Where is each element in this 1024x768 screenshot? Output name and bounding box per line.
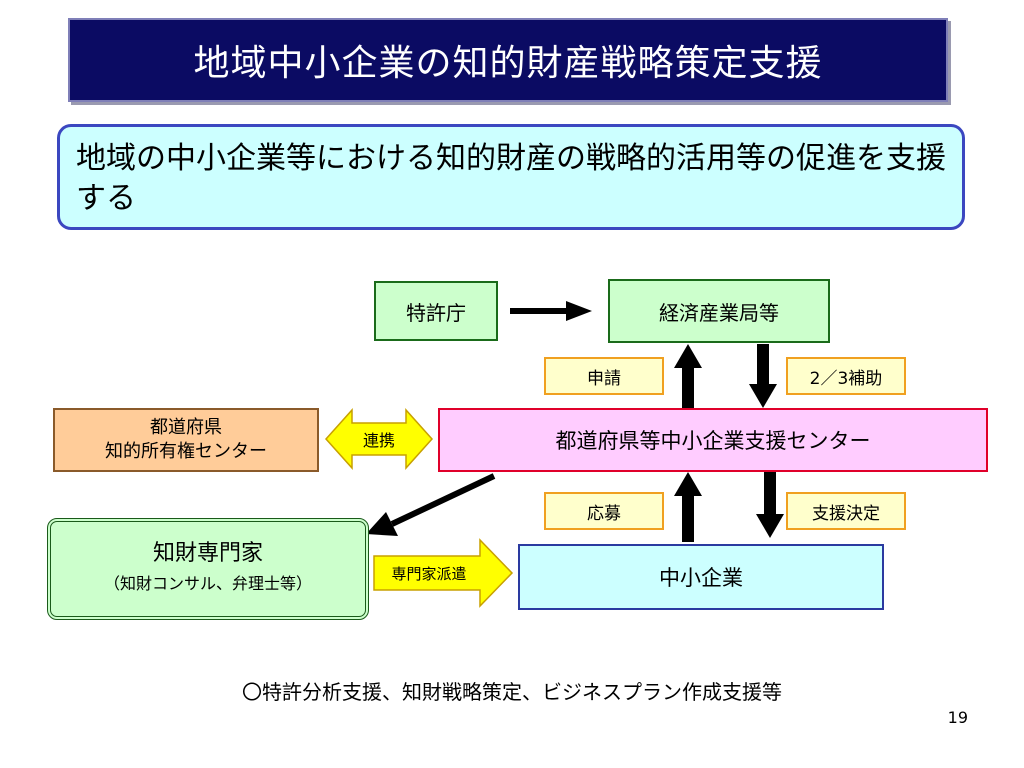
pref-sme-center-box: 都道府県等中小企業支援センター <box>438 408 988 472</box>
intro-box: 地域の中小企業等における知的財産の戦略的活用等の促進を支援する <box>57 124 965 230</box>
pref-ip-center-label-line2: 知的所有権センター <box>105 441 267 462</box>
ip-expert-title: 知財専門家 <box>152 541 263 566</box>
subsidy-down-arrow <box>749 344 777 408</box>
support-decision-down-arrow <box>756 472 784 538</box>
patent-to-bureau-arrow <box>510 301 592 321</box>
application-label: 応募 <box>587 503 621 524</box>
pref-ip-center-label-line1: 都道府県 <box>150 417 222 438</box>
expert-dispatch-arrow <box>373 538 514 608</box>
cooperation-label-wrap: 連携 <box>352 426 406 452</box>
cooperation-label: 連携 <box>362 431 395 450</box>
page-number: 19 <box>928 708 968 727</box>
subsidy-label-box: 2／3補助 <box>786 357 906 395</box>
page-title-text: 地域中小企業の知的財産戦略策定支援 <box>193 43 823 84</box>
pref-ip-center-box: 都道府県 知的所有権センター <box>53 408 319 472</box>
sme-label: 中小企業 <box>659 566 743 590</box>
ip-expert-box: 知財専門家 （知財コンサル、弁理士等） <box>47 518 369 620</box>
sme-box: 中小企業 <box>518 544 884 610</box>
page-title: 地域中小企業の知的財産戦略策定支援 <box>68 18 948 102</box>
expert-dispatch-label: 専門家派遣 <box>391 564 467 583</box>
apply-label-box: 申請 <box>544 357 664 395</box>
intro-text: 地域の中小企業等における知的財産の戦略的活用等の促進を支援する <box>76 141 946 216</box>
meti-bureau-label: 経済産業局等 <box>659 300 779 325</box>
apply-up-arrow <box>674 344 702 408</box>
application-up-arrow <box>674 472 702 542</box>
subsidy-label: 2／3補助 <box>809 368 883 389</box>
support-decision-label-box: 支援決定 <box>786 492 906 530</box>
meti-bureau-box: 経済産業局等 <box>608 279 830 343</box>
footer-summary-text: 〇特許分析支援、知財戦略策定、ビジネスプラン作成支援等 <box>242 680 782 704</box>
center-to-expert-arrow <box>366 473 496 536</box>
pref-sme-center-label: 都道府県等中小企業支援センター <box>555 429 871 453</box>
page-number-text: 19 <box>947 708 968 727</box>
footer-summary: 〇特許分析支援、知財戦略策定、ビジネスプラン作成支援等 <box>0 676 1024 705</box>
cooperation-double-arrow <box>324 408 434 470</box>
expert-dispatch-label-wrap: 専門家派遣 <box>378 560 480 586</box>
patent-office-label: 特許庁 <box>406 300 466 325</box>
apply-label: 申請 <box>587 368 621 389</box>
ip-expert-subtitle: （知財コンサル、弁理士等） <box>103 574 312 593</box>
patent-office-box: 特許庁 <box>374 281 498 341</box>
application-label-box: 応募 <box>544 492 664 530</box>
support-decision-label: 支援決定 <box>812 503 880 524</box>
